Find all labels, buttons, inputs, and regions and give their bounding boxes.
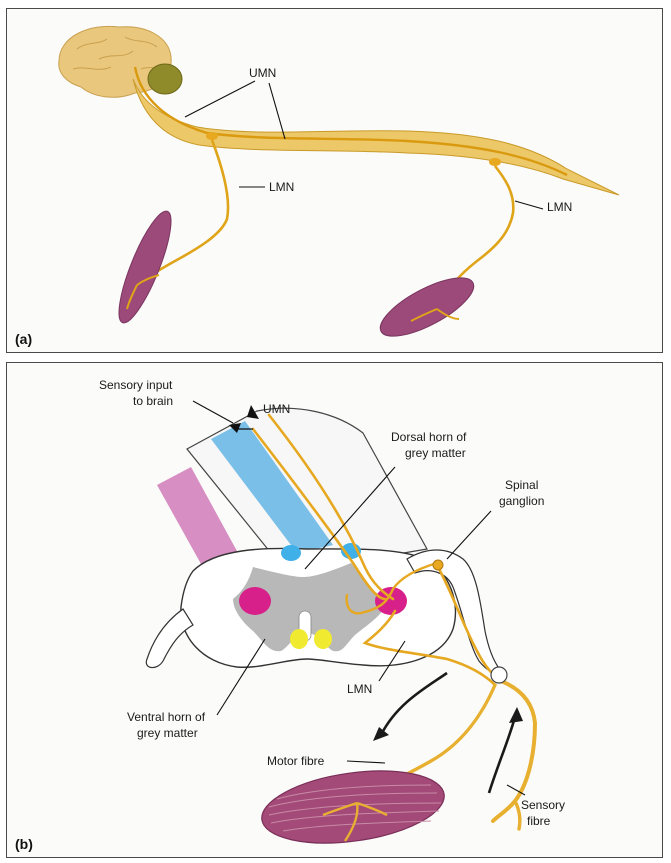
lmn-label: LMN: [347, 682, 372, 696]
ventral-root-left: [146, 609, 193, 668]
sensory-input-label-1: Sensory input: [99, 378, 173, 392]
spinal-ganglion-cell: [433, 560, 443, 570]
panel-a-diagram: UMN LMN LMN (a): [7, 9, 663, 353]
muscle: [257, 761, 449, 854]
umn-label: UMN: [249, 66, 276, 80]
motor-direction-arrow: [381, 673, 447, 735]
panel-b: Sensory input to brain UMN Dorsal horn o…: [6, 362, 663, 858]
lmn-label-upper: LMN: [269, 180, 294, 194]
ventral-nucleus-right: [314, 629, 332, 649]
ventral-horn-label-1: Ventral horn of: [127, 710, 206, 724]
lateral-nucleus-left: [239, 587, 271, 615]
dorsal-horn-label-2: grey matter: [405, 446, 466, 460]
sensory-direction-arrow: [489, 717, 515, 793]
dorsal-horn-label-1: Dorsal horn of: [391, 430, 467, 444]
spinal-ganglion-label-2: ganglion: [499, 494, 544, 508]
nerve-junction: [491, 667, 507, 683]
lmn-label-lower: LMN: [547, 200, 572, 214]
sensory-input-label-2: to brain: [133, 394, 173, 408]
panel-b-label: (b): [15, 836, 33, 852]
muscle-lower: [373, 267, 482, 348]
umn-label: UMN: [263, 402, 290, 416]
panel-b-diagram: Sensory input to brain UMN Dorsal horn o…: [7, 363, 663, 858]
sensory-fibre-label-2: fibre: [527, 814, 551, 828]
ventral-horn-label-2: grey matter: [137, 726, 198, 740]
ventral-nucleus-left: [290, 629, 308, 649]
cerebellum: [148, 64, 182, 94]
panel-a-label: (a): [15, 331, 32, 347]
sensory-fibre-label-1: Sensory: [521, 798, 565, 812]
panel-a: UMN LMN LMN (a): [6, 8, 663, 353]
spinal-ganglion-label-1: Spinal: [505, 478, 538, 492]
dorsal-nucleus-left: [281, 545, 301, 561]
muscle-upper: [110, 206, 181, 328]
spinal-cord: [133, 79, 619, 195]
motor-fibre-label: Motor fibre: [267, 754, 325, 768]
